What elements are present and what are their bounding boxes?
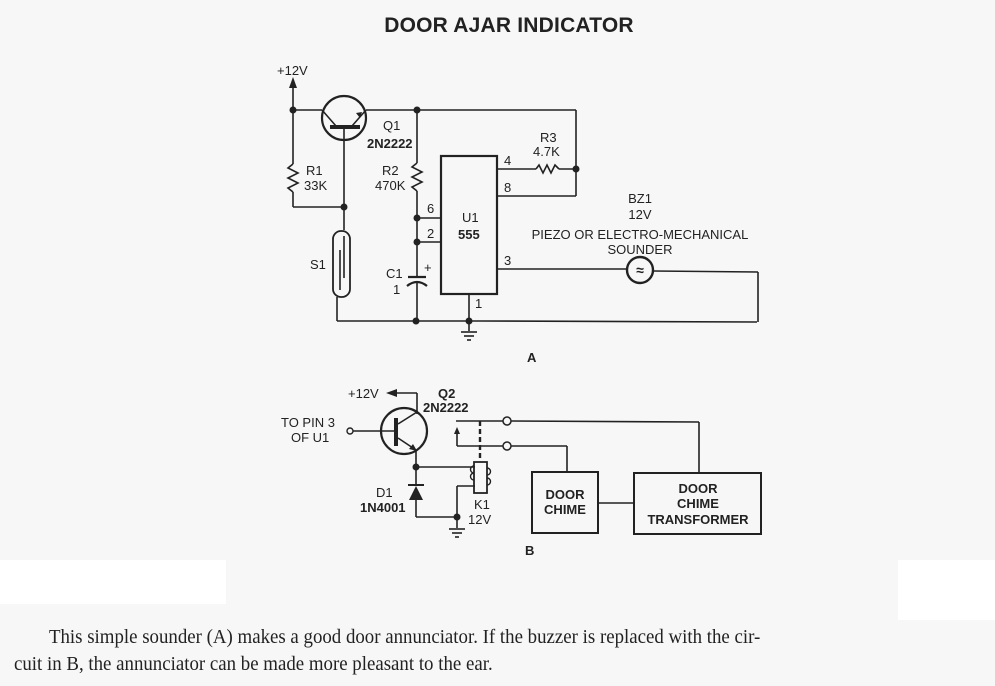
input-label-1: TO PIN 3: [281, 415, 335, 430]
supply-label-b: +12V: [348, 386, 379, 401]
wire: [479, 320, 758, 323]
ground-icon: [449, 517, 465, 538]
section-label-b: B: [525, 543, 534, 558]
q2-ref: Q2: [438, 386, 455, 401]
u1-pin-4: 4: [504, 153, 511, 168]
bz1-voltage: 12V: [628, 207, 651, 222]
scan-blank-right: [898, 560, 995, 620]
r2-ref: R2: [382, 163, 399, 178]
input-terminal: [346, 427, 354, 435]
junction: [412, 317, 420, 325]
q2-transistor-icon: [379, 406, 429, 456]
diagram-title: DOOR AJAR INDICATOR: [384, 14, 634, 37]
supply-arrow-b: [386, 389, 397, 397]
u1-pin-8: 8: [504, 180, 511, 195]
caption-line-2: cuit in B, the annunciator can be made m…: [14, 653, 493, 675]
r3-resistor-icon: [535, 163, 560, 175]
door-chime-line1: DOOR: [546, 487, 586, 502]
c1-polarity: +: [424, 260, 432, 275]
u1-555-ic: [439, 154, 499, 296]
u1-part: 555: [458, 227, 480, 242]
q1-transistor-icon: [320, 94, 368, 207]
caption-line-1: This simple sounder (A) makes a good doo…: [48, 626, 761, 648]
relay-terminal: [502, 416, 512, 426]
transformer-line1: DOOR: [679, 481, 719, 496]
door-chime-line2: CHIME: [544, 502, 586, 517]
k1-relay-coil-icon: [469, 461, 492, 494]
d1-ref: D1: [376, 485, 393, 500]
section-label-a: A: [527, 350, 537, 365]
r3-ref: R3: [540, 130, 557, 145]
r2-value: 470K: [375, 178, 406, 193]
u1-pin-3: 3: [504, 253, 511, 268]
transformer-line2: CHIME: [677, 496, 719, 511]
ground-icon: [461, 321, 477, 341]
bz1-description-2: SOUNDER: [607, 242, 672, 257]
relay-arrow-icon: [454, 427, 460, 434]
supply-arrow-a: [289, 77, 297, 110]
q1-part: 2N2222: [367, 136, 413, 151]
wire: [652, 270, 759, 273]
r1-value: 33K: [304, 178, 327, 193]
input-label-2: OF U1: [291, 430, 329, 445]
q1-ref: Q1: [383, 118, 400, 133]
r1-resistor-icon: [286, 163, 300, 193]
sounder-symbol: ≈: [636, 262, 644, 278]
s1-ref: S1: [310, 257, 326, 272]
k1-voltage: 12V: [468, 512, 491, 527]
supply-label-a: +12V: [277, 63, 308, 78]
u1-ref: U1: [462, 210, 479, 225]
relay-terminal: [502, 441, 512, 451]
q2-part: 2N2222: [423, 400, 469, 415]
wire: [510, 420, 700, 423]
d1-diode-icon: [408, 484, 424, 500]
bz1-sounder-icon: ≈: [625, 255, 655, 285]
r2-resistor-icon: [410, 162, 424, 192]
u1-pin-1: 1: [475, 296, 482, 311]
r1-ref: R1: [306, 163, 323, 178]
c1-value: 1: [393, 282, 400, 297]
circuit-a: +12V Q1 2N2222 R1 33K: [277, 63, 759, 365]
bz1-description: PIEZO OR ELECTRO-MECHANICAL: [532, 227, 749, 242]
k1-ref: K1: [474, 497, 490, 512]
s1-reed-switch-icon: [332, 230, 351, 298]
c1-ref: C1: [386, 266, 403, 281]
circuit-b: +12V Q2 2N2222 TO PIN 3 OF U1: [281, 386, 762, 558]
scan-blank-left: [0, 560, 226, 604]
d1-part: 1N4001: [360, 500, 406, 515]
u1-pin-6: 6: [427, 201, 434, 216]
figure-caption: This simple sounder (A) makes a good doo…: [14, 624, 911, 678]
transformer-line3: TRANSFORMER: [647, 512, 749, 527]
r3-value: 4.7K: [533, 144, 560, 159]
bz1-ref: BZ1: [628, 191, 652, 206]
u1-pin-2: 2: [427, 226, 434, 241]
door-chime-transformer-box: [633, 472, 762, 535]
